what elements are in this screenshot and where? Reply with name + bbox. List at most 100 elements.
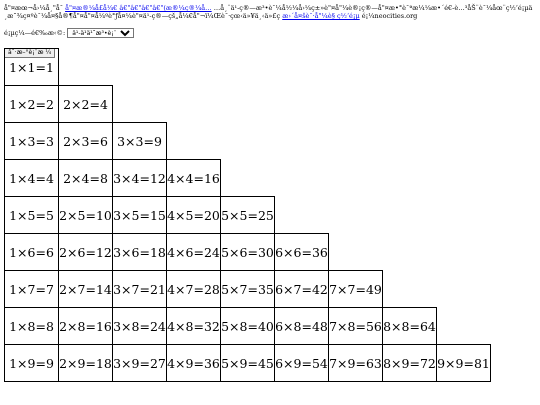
empty-cell xyxy=(437,308,491,345)
table-cell: 3×7=21 xyxy=(112,270,167,308)
table-cell: 6×9=54 xyxy=(274,344,329,382)
empty-cell xyxy=(329,234,383,271)
table-cell: 2×6=12 xyxy=(58,233,113,271)
empty-cell xyxy=(383,160,437,197)
table-cell: 2×4=8 xyxy=(58,159,113,197)
table-cell: 6×6=36 xyxy=(274,233,329,271)
table-cell: 5×6=30 xyxy=(220,233,275,271)
empty-cell xyxy=(383,86,437,123)
table-cell: 7×9=63 xyxy=(328,344,383,382)
empty-cell xyxy=(275,197,329,234)
table-cell: 2×7=14 xyxy=(58,270,113,308)
controls-row: é¡µç¼—é€‰æ‹©: ä¹-ä¹ä¹˜æ³•è¡¨ xyxy=(4,28,135,38)
table-cell: 8×8=64 xyxy=(382,307,437,345)
empty-cell xyxy=(329,197,383,234)
empty-cell xyxy=(437,49,491,86)
table-row: 1×1=1 xyxy=(4,48,491,86)
empty-cell xyxy=(437,271,491,308)
table-cell: 4×5=20 xyxy=(166,196,221,234)
empty-cell xyxy=(275,160,329,197)
empty-cell xyxy=(383,49,437,86)
site-text: é¡¼neocities.org xyxy=(361,12,418,20)
empty-cell xyxy=(221,160,275,197)
empty-cell xyxy=(383,197,437,234)
select-label: é¡µç¼—é€‰æ‹©: xyxy=(4,29,66,37)
table-cell: 3×9=27 xyxy=(112,344,167,382)
intro-garbled-text: å"¤æœ¬å›¼å¸"å¯ xyxy=(4,4,66,12)
table-cell: 3×8=24 xyxy=(112,307,167,345)
table-cell: 2×8=16 xyxy=(58,307,113,345)
more-link[interactable]: æ›´å¤šè¯·å"¼è§ ç½‘é¡µ xyxy=(282,12,360,20)
table-cell: 3×5=15 xyxy=(112,196,167,234)
empty-cell xyxy=(113,49,167,86)
empty-cell xyxy=(383,234,437,271)
intro-link[interactable]: å"¤æ®¼å£å¼€ â€"â€"â€"â€"(æ®¼ç®¼å… xyxy=(65,4,212,12)
table-cell: 3×4=12 xyxy=(112,159,167,197)
empty-cell xyxy=(275,123,329,160)
table-cell: 1×2=2 xyxy=(4,85,59,123)
table-cell: 7×7=49 xyxy=(328,270,383,308)
empty-cell xyxy=(437,123,491,160)
empty-cell xyxy=(329,49,383,86)
table-cell: 1×8=8 xyxy=(4,307,59,345)
table-cell: 1×3=3 xyxy=(4,122,59,160)
table-cell: 1×6=6 xyxy=(4,233,59,271)
table-cell: 5×9=45 xyxy=(220,344,275,382)
table-cell: 1×4=4 xyxy=(4,159,59,197)
empty-cell xyxy=(329,86,383,123)
empty-cell xyxy=(329,160,383,197)
intro-text: å"¤æœ¬å›¼å¸"å¯ å"¤æ®¼å£å¼€ â€"â€"â€"â€"(… xyxy=(4,4,536,20)
empty-cell xyxy=(167,49,221,86)
table-cell: 2×2=4 xyxy=(58,85,113,123)
empty-cell xyxy=(437,234,491,271)
table-cell: 4×8=32 xyxy=(166,307,221,345)
table-cell: 2×9=18 xyxy=(58,344,113,382)
table-cell: 2×5=10 xyxy=(58,196,113,234)
empty-cell xyxy=(437,197,491,234)
table-cell: 1×1=1 xyxy=(4,48,59,86)
empty-cell xyxy=(221,49,275,86)
empty-cell xyxy=(167,86,221,123)
table-cell: 5×7=35 xyxy=(220,270,275,308)
table-select[interactable]: ä¹-ä¹ä¹˜æ³•è¡¨ xyxy=(67,28,135,38)
empty-cell xyxy=(437,160,491,197)
empty-cell xyxy=(383,271,437,308)
table-cell: 9×9=81 xyxy=(436,344,491,382)
table-cell: 1×5=5 xyxy=(4,196,59,234)
table-cell: 5×8=40 xyxy=(220,307,275,345)
table-cell: 4×6=24 xyxy=(166,233,221,271)
table-cell: 7×8=56 xyxy=(328,307,383,345)
empty-cell xyxy=(275,49,329,86)
table-cell: 6×7=42 xyxy=(274,270,329,308)
empty-cell xyxy=(437,86,491,123)
table-cell: 5×5=25 xyxy=(220,196,275,234)
table-cell: 4×9=36 xyxy=(166,344,221,382)
empty-cell xyxy=(329,123,383,160)
empty-cell xyxy=(113,86,167,123)
table-cell: 1×7=7 xyxy=(4,270,59,308)
empty-cell xyxy=(59,49,113,86)
empty-cell xyxy=(167,123,221,160)
empty-cell xyxy=(383,123,437,160)
table-cell: 2×3=6 xyxy=(58,122,113,160)
empty-cell xyxy=(221,123,275,160)
table-cell: 4×4=16 xyxy=(166,159,221,197)
table-cell: 4×7=28 xyxy=(166,270,221,308)
empty-cell xyxy=(221,86,275,123)
intro-tail-text: …å¸¨ä¹-ç®—æ³•è¯¼å½¼å›¼ç±»è"¤å"¼è®¡ç®—å"¤… xyxy=(4,4,533,20)
table-cell: 3×6=18 xyxy=(112,233,167,271)
table-cell: 3×3=9 xyxy=(112,122,167,160)
table-cell: 1×9=9 xyxy=(4,344,59,382)
empty-cell xyxy=(275,86,329,123)
table-cell: 6×8=48 xyxy=(274,307,329,345)
table-cell: 8×9=72 xyxy=(382,344,437,382)
